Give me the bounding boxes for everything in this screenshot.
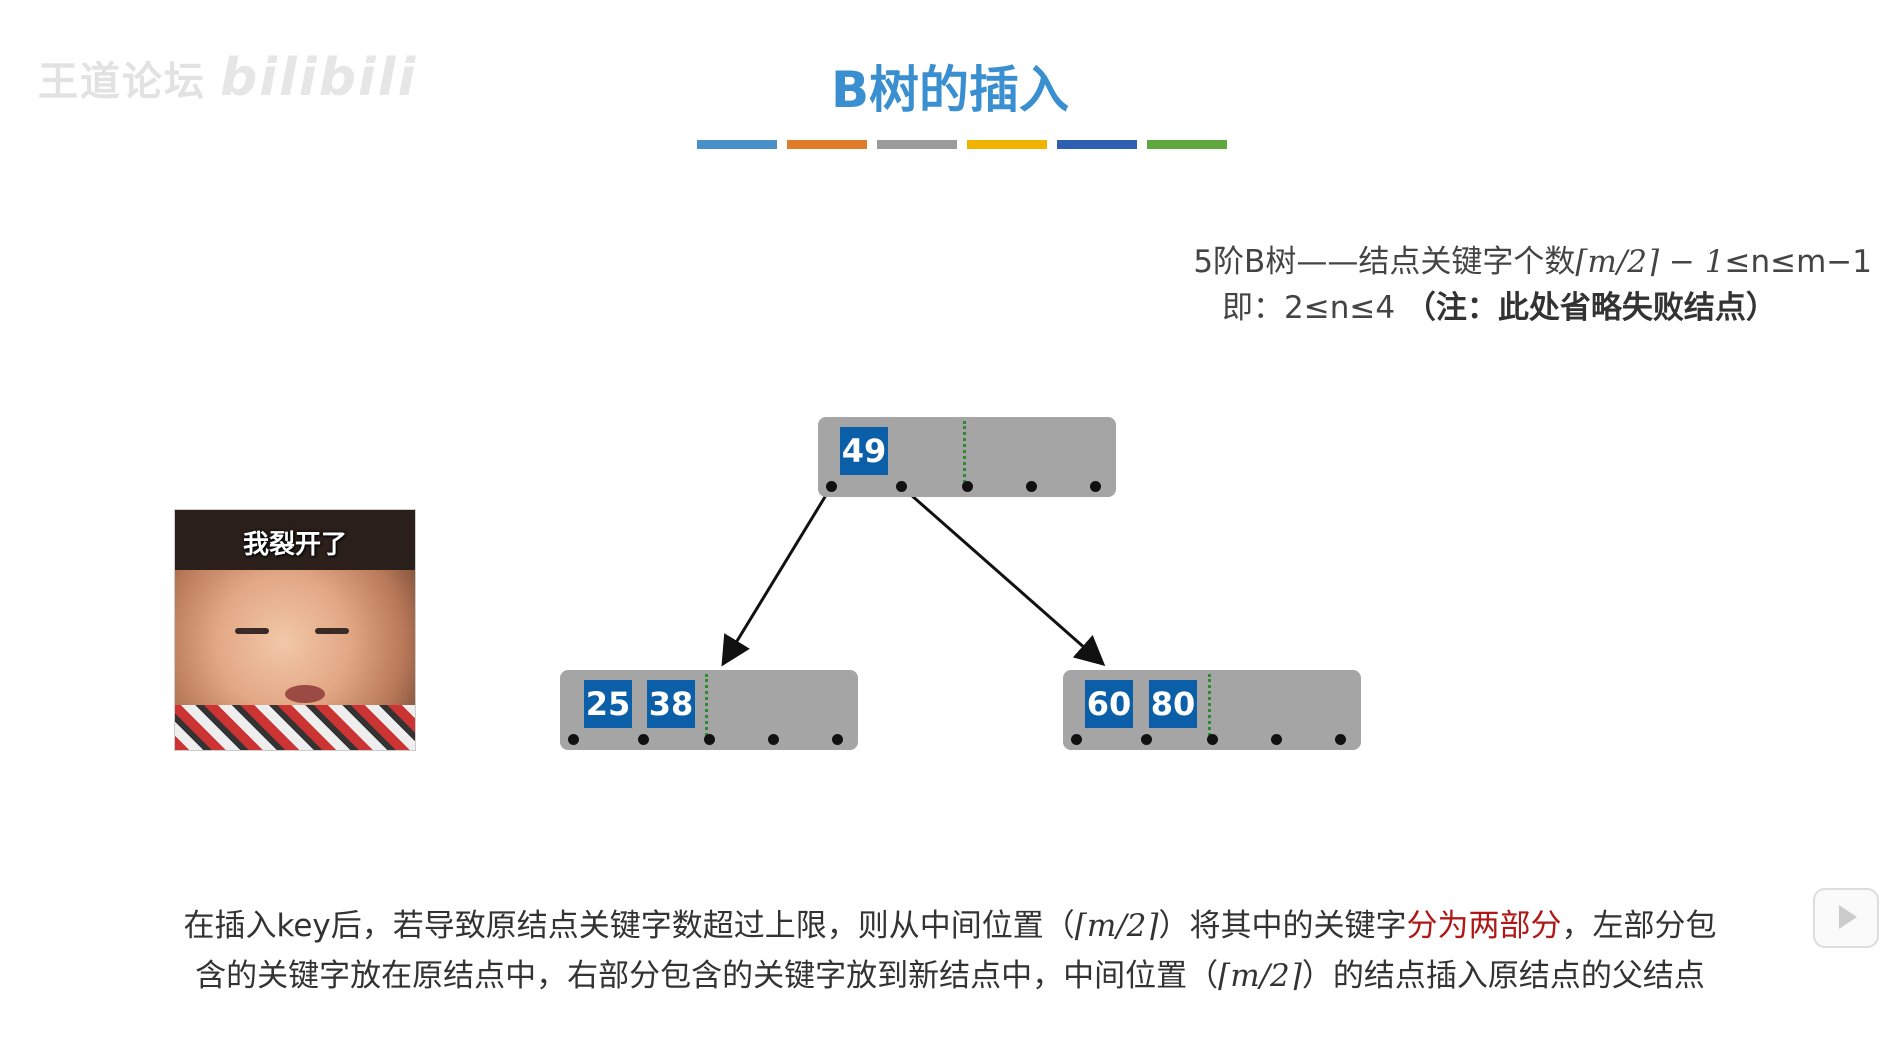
pointer-dot [768, 734, 779, 745]
explanation-text: 在插入key后，若导致原结点关键字数超过上限，则从中间位置（ [183, 908, 1075, 944]
meme-image: 我裂开了 [174, 509, 416, 751]
explanation-line-2: 含的关键字放在原结点中，右部分包含的关键字放到新结点中，中间位置（⌈m/2⌉）的… [0, 950, 1900, 995]
key-25: 25 [584, 680, 632, 728]
bilibili-logo: bilibili [220, 48, 418, 108]
rule-line-2: 即：2≤n≤4 （注：此处省略失败结点） [1222, 282, 1777, 327]
key-49: 49 [840, 427, 888, 475]
explanation-text: ）将其中的关键字 [1158, 908, 1407, 944]
play-icon[interactable] [1813, 888, 1879, 948]
edge-root-right [901, 485, 1106, 666]
pointer-dot [1141, 734, 1152, 745]
pointer-dot [1335, 734, 1346, 745]
meme-hair [175, 510, 415, 570]
meme-shirt [175, 705, 415, 750]
ceil-formula: ⌈m/2⌉ [1074, 908, 1159, 944]
pointer-dot [832, 734, 843, 745]
pointer-dot [826, 481, 837, 492]
ceil-formula: ⌈m/2⌉ − 1 [1575, 244, 1725, 280]
rule-prefix: 5阶B树——结点关键字个数 [1193, 244, 1576, 280]
rule-note: （注：此处省略失败结点） [1404, 290, 1777, 326]
key-38: 38 [647, 680, 695, 728]
meme-eye [315, 628, 349, 634]
pointer-dot [1026, 481, 1037, 492]
rule-line-1: 5阶B树——结点关键字个数⌈m/2⌉ − 1≤n≤m−1 [1193, 236, 1872, 281]
highlight-text: 分为两部分 [1406, 908, 1562, 944]
explanation-line-1: 在插入key后，若导致原结点关键字数超过上限，则从中间位置（⌈m/2⌉）将其中的… [0, 900, 1900, 945]
explanation-text: ，左部分包 [1561, 908, 1717, 944]
edge-root-left [721, 486, 833, 667]
color-bar [1147, 140, 1227, 149]
color-bar [787, 140, 867, 149]
meme-caption: 我裂开了 [242, 530, 347, 560]
pointer-dot [896, 481, 907, 492]
split-marker [1208, 674, 1211, 736]
split-marker [705, 674, 708, 736]
pointer-dot [962, 481, 973, 492]
pointer-dot [638, 734, 649, 745]
left-child-node: 25 38 [560, 670, 858, 750]
color-bar [877, 140, 957, 149]
page-title: B树的插入 [830, 61, 1070, 119]
watermark-text: 王道论坛 [38, 59, 206, 105]
key-60: 60 [1085, 680, 1133, 728]
right-child-node: 60 80 [1063, 670, 1361, 750]
root-node: 49 [818, 417, 1116, 497]
meme-mouth [285, 685, 325, 703]
explanation-text: 含的关键字放在原结点中，右部分包含的关键字放到新结点中，中间位置（ [195, 958, 1219, 994]
pointer-dot [1090, 481, 1101, 492]
watermark: 王道论坛 bilibili [38, 48, 417, 108]
pointer-dot [1271, 734, 1282, 745]
ceil-formula: ⌈m/2⌉ [1218, 958, 1302, 994]
meme-eye [235, 628, 269, 634]
rule-range: 即：2≤n≤4 [1222, 290, 1396, 326]
pointer-dot [1207, 734, 1218, 745]
color-bar [967, 140, 1047, 149]
color-bar [697, 140, 777, 149]
rule-suffix: ≤n≤m−1 [1724, 244, 1873, 280]
color-bar [1057, 140, 1137, 149]
key-80: 80 [1149, 680, 1197, 728]
explanation-text: ）的结点插入原结点的父结点 [1301, 958, 1705, 994]
pointer-dot [704, 734, 715, 745]
split-marker [963, 421, 966, 483]
pointer-dot [568, 734, 579, 745]
pointer-dot [1071, 734, 1082, 745]
